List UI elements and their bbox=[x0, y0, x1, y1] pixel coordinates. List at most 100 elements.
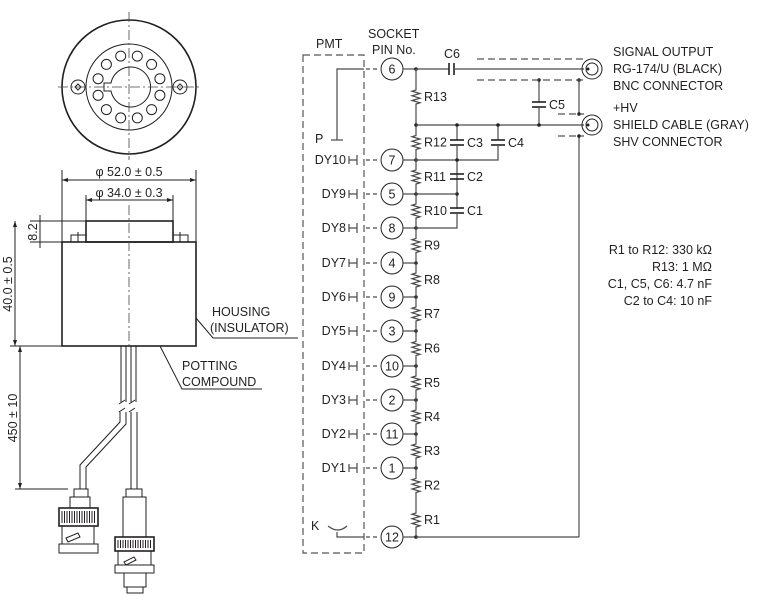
dynode-icon bbox=[348, 155, 358, 165]
resistor-r7: R7 bbox=[409, 297, 440, 331]
resistor-r13: R13 bbox=[409, 69, 447, 125]
dynode-label: DY1 bbox=[322, 461, 346, 475]
resistor-label: R13 bbox=[424, 90, 447, 104]
dynode-label: DY6 bbox=[322, 290, 346, 304]
outer-diameter-label: φ 52.0 ± 0.5 bbox=[95, 165, 162, 179]
shv-connector-drawing bbox=[114, 488, 155, 594]
resistor-icon bbox=[409, 434, 423, 468]
capacitor-c5-label: C5 bbox=[549, 98, 565, 112]
resistor-r11: R11 bbox=[409, 160, 446, 194]
dynode-icon bbox=[348, 326, 358, 336]
resistor-label: R9 bbox=[424, 239, 440, 253]
hv-input-line3: SHV CONNECTOR bbox=[613, 135, 723, 149]
pin-number: 12 bbox=[385, 531, 399, 545]
dynode-label: DY2 bbox=[322, 427, 346, 441]
dimension-step-height: 8.2 bbox=[26, 215, 86, 248]
value-c2-c4: C2 to C4: 10 nF bbox=[624, 294, 713, 308]
pin-hole bbox=[154, 73, 166, 85]
socket-top-view bbox=[58, 12, 200, 160]
housing-label-line1: HOUSING bbox=[212, 305, 270, 319]
housing-callout: HOUSING (INSULATOR) bbox=[195, 305, 298, 339]
pin-hole bbox=[100, 58, 112, 70]
resistor-r4: R4 bbox=[409, 400, 440, 434]
inner-diameter-label: φ 34.0 ± 0.3 bbox=[95, 186, 162, 200]
hv-input-text: +HV SHIELD CABLE (GRAY) SHV CONNECTOR bbox=[613, 101, 749, 149]
resistor-r1: R1 bbox=[409, 503, 440, 537]
resistor-label: R10 bbox=[424, 204, 447, 218]
resistor-r12: R12 bbox=[409, 125, 447, 160]
potting-label-line1: POTTING bbox=[182, 359, 238, 373]
pin-hole bbox=[92, 89, 104, 101]
value-r13: R13: 1 MΩ bbox=[652, 260, 712, 274]
socket-label-line2: PIN No. bbox=[372, 43, 416, 57]
dynode-icon bbox=[348, 292, 358, 302]
pin-number: 2 bbox=[389, 394, 396, 408]
signal-output-line2: RG-174/U (BLACK) bbox=[613, 62, 722, 76]
pmt-boundary bbox=[302, 54, 365, 554]
resistor-icon bbox=[409, 69, 423, 125]
socket-label-line1: SOCKET bbox=[368, 27, 420, 41]
resistor-icon bbox=[409, 297, 423, 331]
resistor-icon bbox=[409, 263, 423, 297]
resistor-icon bbox=[409, 468, 423, 503]
dimension-cable-length: 450 ± 10 bbox=[6, 346, 68, 490]
anode-symbol: P bbox=[315, 68, 364, 146]
resistor-icon bbox=[409, 194, 423, 228]
capacitor-c4-label: C4 bbox=[508, 136, 524, 150]
dynode-icon bbox=[348, 223, 358, 233]
pin-number: 10 bbox=[385, 360, 399, 374]
pin-holes bbox=[92, 50, 166, 124]
hv-input-line2: SHIELD CABLE (GRAY) bbox=[613, 118, 749, 132]
resistor-r9: R9 bbox=[409, 228, 440, 263]
resistor-label: R6 bbox=[424, 342, 440, 356]
dynode-icon bbox=[348, 463, 358, 473]
pin-number: 8 bbox=[389, 222, 396, 236]
resistor-icon bbox=[409, 503, 423, 537]
signal-output-text: SIGNAL OUTPUT RG-174/U (BLACK) BNC CONNE… bbox=[613, 45, 723, 93]
potting-callout: POTTING COMPOUND bbox=[159, 345, 262, 390]
cables bbox=[79, 346, 138, 489]
pin-number: 7 bbox=[389, 154, 396, 168]
housing-label-line2: (INSULATOR) bbox=[210, 321, 289, 335]
shv-connector-symbol bbox=[581, 114, 603, 136]
dimension-inner-diameter: φ 34.0 ± 0.3 bbox=[85, 186, 174, 222]
pin-number: 3 bbox=[389, 325, 396, 339]
resistor-label: R11 bbox=[424, 170, 446, 184]
resistor-label: R2 bbox=[424, 479, 440, 493]
cathode-symbol: K bbox=[311, 519, 364, 538]
signal-output-line3: BNC CONNECTOR bbox=[613, 79, 723, 93]
anode-label: P bbox=[315, 132, 323, 146]
resistor-label: R1 bbox=[424, 513, 440, 527]
pin-number: 6 bbox=[389, 63, 396, 77]
capacitor-c2-label: C2 bbox=[467, 170, 483, 184]
electrode-dy4: DY4 10 bbox=[322, 354, 418, 378]
capacitor-c3-label: C3 bbox=[467, 136, 483, 150]
resistor-icon bbox=[409, 331, 423, 366]
resistor-icon bbox=[409, 228, 423, 263]
dynode-label: DY4 bbox=[322, 359, 346, 373]
value-r1-r12: R1 to R12: 330 kΩ bbox=[609, 243, 712, 257]
electrode-p: 6 bbox=[366, 57, 418, 81]
step-height-label: 8.2 bbox=[26, 223, 40, 240]
pin-number: 5 bbox=[389, 188, 396, 202]
resistor-label: R7 bbox=[424, 307, 440, 321]
pin-number: 1 bbox=[389, 462, 396, 476]
housing-body bbox=[61, 241, 197, 347]
pin-hole bbox=[92, 73, 104, 85]
dynode-icon bbox=[348, 361, 358, 371]
cathode-label: K bbox=[311, 519, 320, 533]
resistor-icon bbox=[409, 160, 423, 194]
pin-hole bbox=[115, 50, 127, 62]
resistor-r5: R5 bbox=[409, 366, 440, 400]
resistor-label: R4 bbox=[424, 410, 440, 424]
resistor-label: R5 bbox=[424, 376, 440, 390]
pin-hole bbox=[146, 58, 158, 70]
